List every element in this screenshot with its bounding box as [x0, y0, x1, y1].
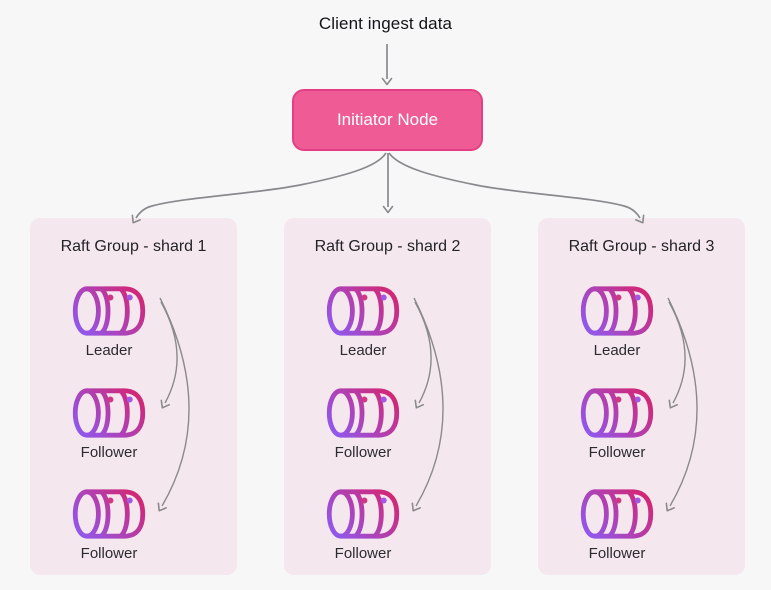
node-role-label: Leader [339, 342, 387, 359]
log-cylinder-icon [323, 487, 403, 541]
arrow-initiator-to-shard-1 [131, 152, 387, 224]
log-cylinder-icon [69, 284, 149, 338]
shard-group-1: Raft Group - shard 1 Leader Follower Fol… [30, 218, 237, 575]
diagram-title: Client ingest data [318, 14, 453, 33]
raft-node-leader: Leader [319, 284, 407, 360]
raft-node-follower: Follower [319, 386, 407, 462]
node-role-label: Follower [334, 444, 392, 461]
log-cylinder-icon [69, 386, 149, 440]
node-role-label: Follower [80, 444, 138, 461]
shard-group-3-title: Raft Group - shard 3 [568, 238, 715, 255]
shard-group-1-title: Raft Group - shard 1 [60, 238, 207, 255]
node-role-label: Leader [593, 342, 641, 359]
raft-node-follower: Follower [573, 487, 661, 563]
node-role-label: Follower [588, 545, 646, 562]
node-role-label: Follower [588, 444, 646, 461]
shard-group-3: Raft Group - shard 3 Leader Follower Fol… [538, 218, 745, 575]
node-role-label: Follower [80, 545, 138, 562]
node-role-label: Leader [85, 342, 133, 359]
log-cylinder-icon [323, 386, 403, 440]
raft-node-follower: Follower [573, 386, 661, 462]
raft-node-follower: Follower [65, 386, 153, 462]
initiator-node: Initiator Node [292, 89, 483, 151]
shard-group-2: Raft Group - shard 2 Leader Follower Fol… [284, 218, 491, 575]
initiator-node-label: Initiator Node [336, 110, 439, 129]
arrow-initiator-to-shard-3 [388, 152, 645, 224]
log-cylinder-icon [577, 284, 657, 338]
log-cylinder-icon [323, 284, 403, 338]
raft-node-leader: Leader [573, 284, 661, 360]
log-cylinder-icon [577, 487, 657, 541]
log-cylinder-icon [69, 487, 149, 541]
raft-node-follower: Follower [65, 487, 153, 563]
node-role-label: Follower [334, 545, 392, 562]
raft-node-follower: Follower [319, 487, 407, 563]
shard-group-2-title: Raft Group - shard 2 [314, 238, 461, 255]
log-cylinder-icon [577, 386, 657, 440]
raft-node-leader: Leader [65, 284, 153, 360]
